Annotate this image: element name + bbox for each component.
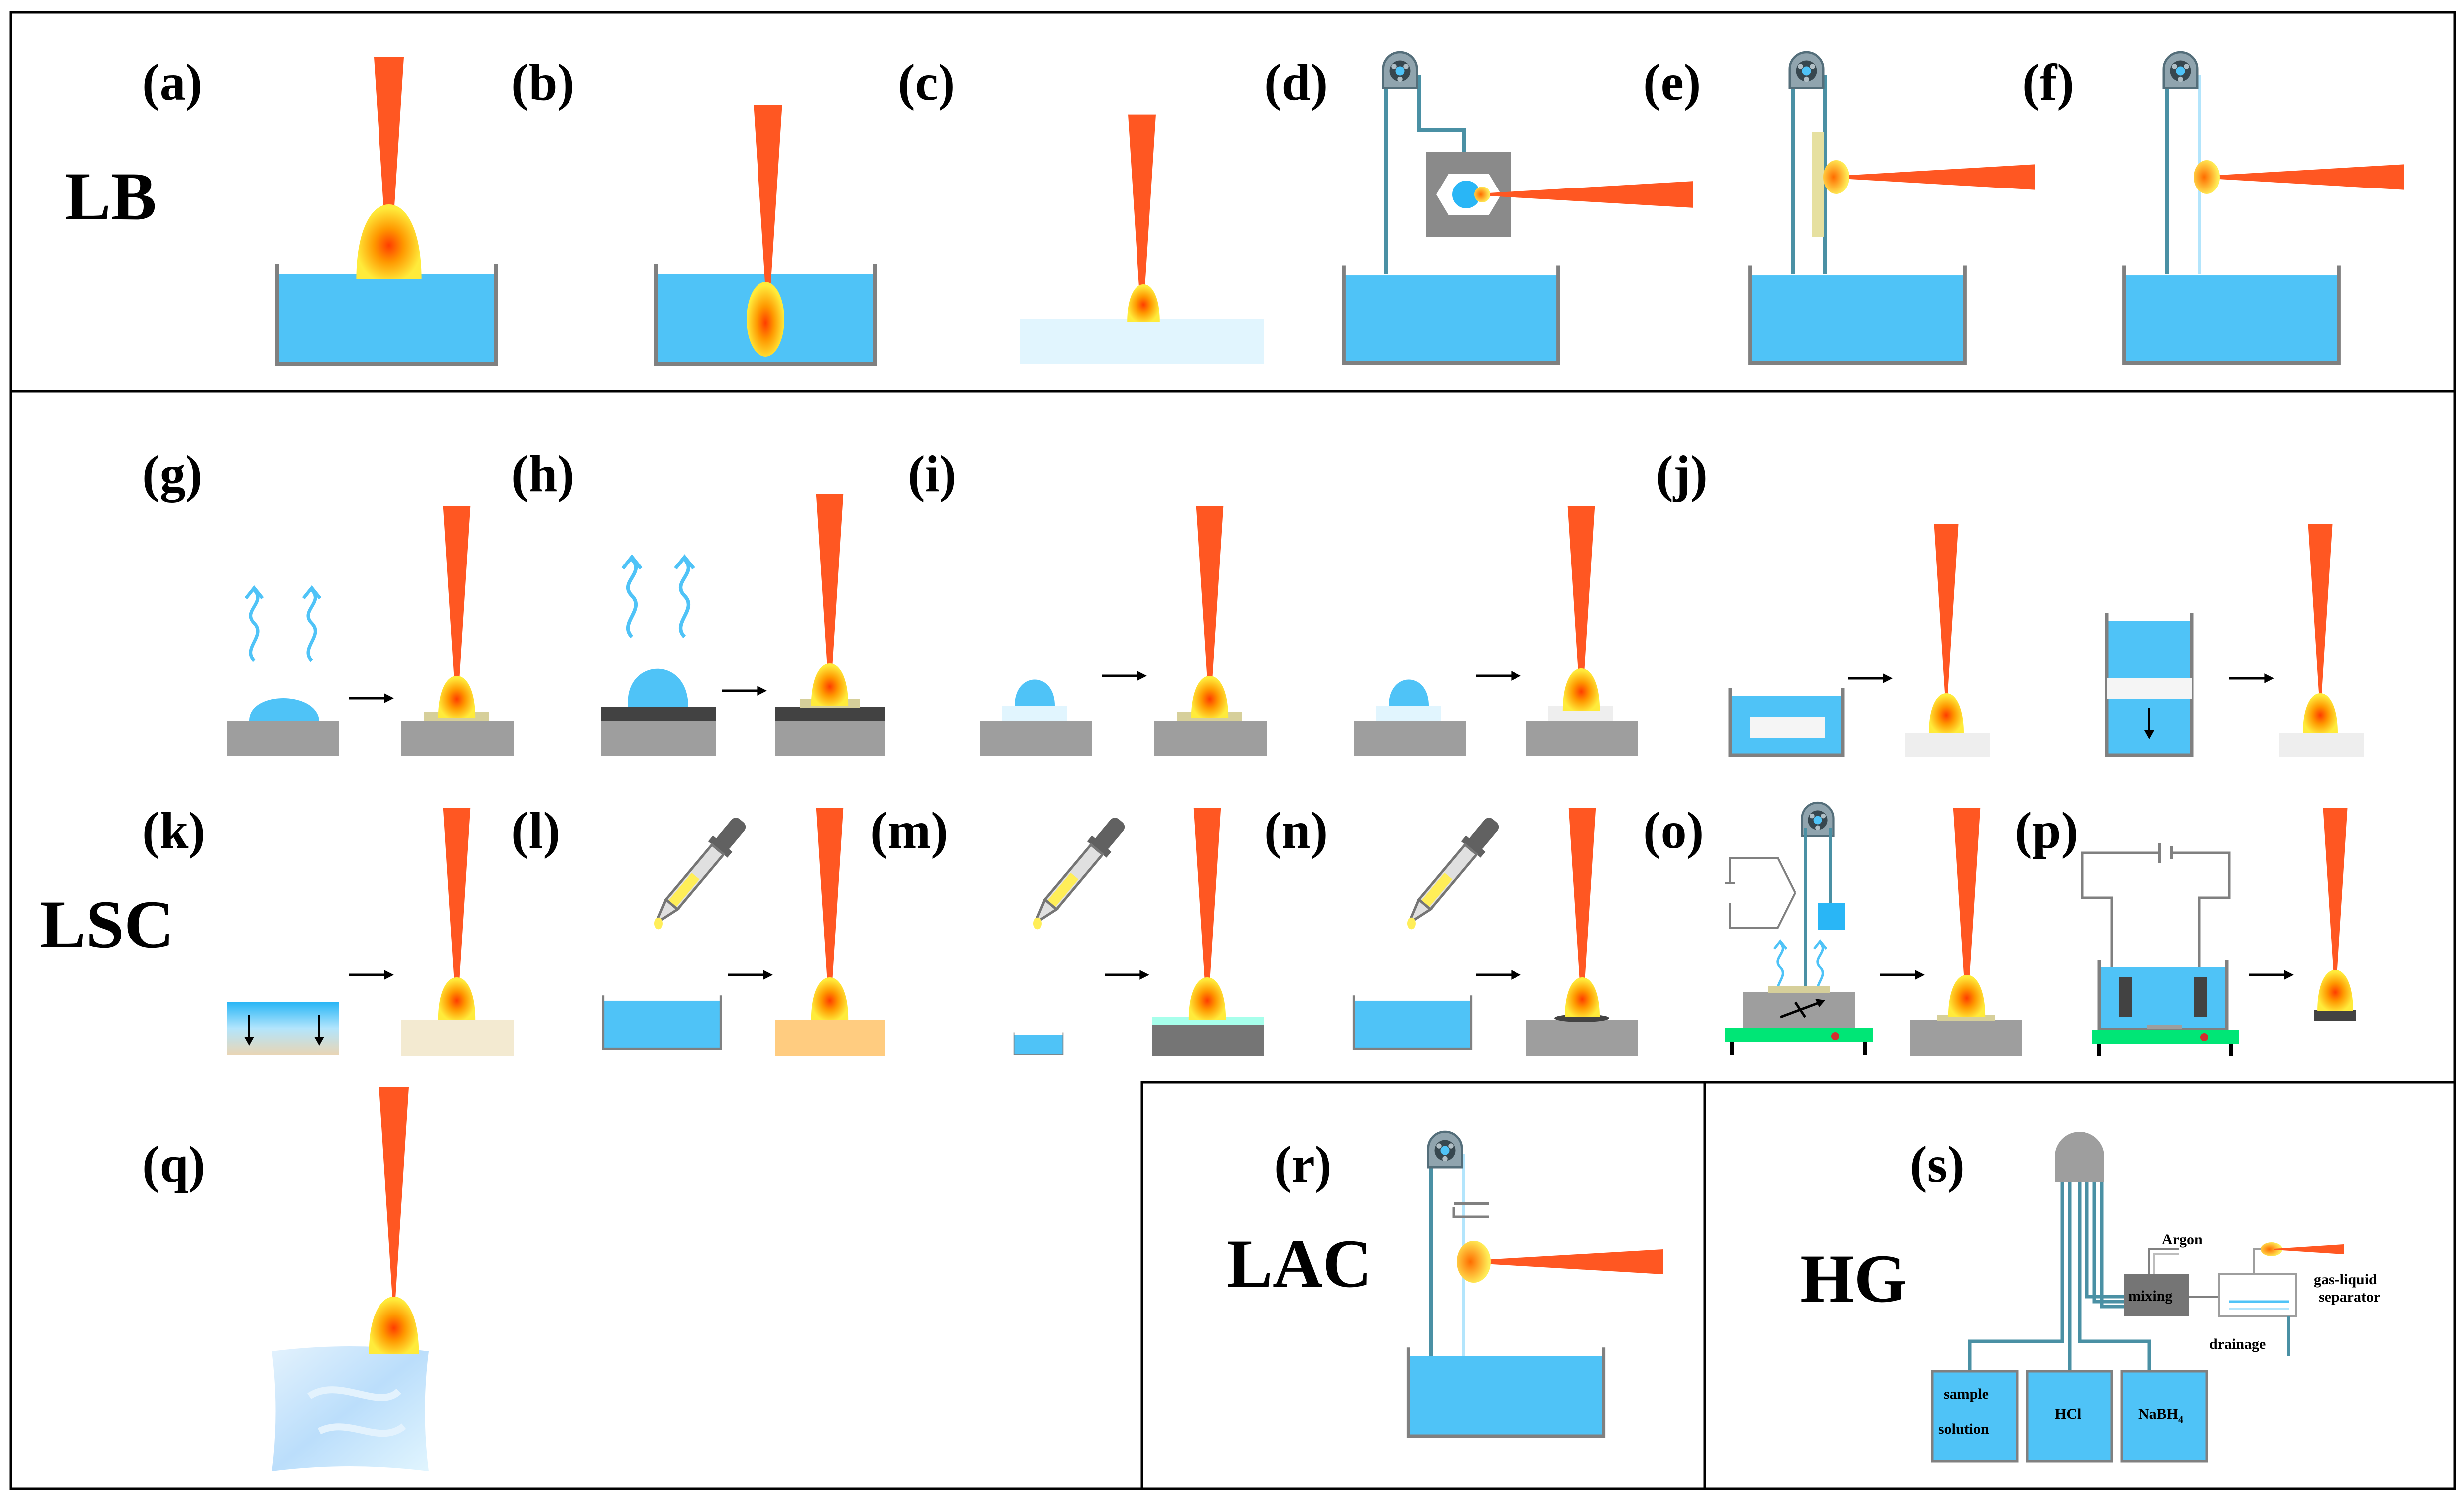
hg-separator-label-2: separator [2319,1289,2380,1305]
panel-h-illustration [601,494,885,756]
hg-nabh4-label: NaBH4 [2138,1406,2183,1425]
panel-label-f: (f) [2022,54,2074,111]
hg-sample-label-2: solution [1938,1421,1989,1437]
panel-label-a: (a) [142,54,202,111]
hg-sample-label-1: sample [1944,1386,1989,1402]
frames [9,11,2456,1490]
panel-label-i: (i) [908,445,956,503]
hg-drainage-label: drainage [2209,1336,2266,1352]
panel-b-illustration [656,105,875,364]
panel-label-c: (c) [898,54,955,111]
panel-k-illustration [227,808,514,1056]
panel-o-illustration [1725,803,2022,1056]
panel-n-illustration [1354,808,1638,1056]
panel-j-illustration [1728,524,2364,757]
panel-label-d: (d) [1264,54,1327,111]
hg-argon-label: Argon [2162,1231,2203,1248]
panel-q-illustration [272,1087,429,1471]
panel-r-illustration [1408,1132,1663,1436]
panel-p-illustration [2081,808,2356,1056]
panel-label-b: (b) [511,54,574,111]
hg-hcl-label: HCl [2055,1406,2081,1422]
panel-label-m: (m) [870,802,948,859]
panel-label-o: (o) [1643,802,1704,859]
panel-label-g: (g) [142,445,202,503]
panel-g-illustration [227,506,514,756]
panel-label-s: (s) [1910,1136,1965,1193]
group-label-lb: LB [65,158,157,234]
panel-label-q: (q) [142,1136,205,1193]
panel-label-p: (p) [2015,802,2078,859]
panel-label-r: (r) [1274,1136,1331,1193]
panel-label-e: (e) [1643,54,1701,111]
panel-m-illustration [1014,808,1264,1056]
panel-label-l: (l) [511,802,560,859]
panel-i-illustration [980,506,1638,756]
hg-mixing-label: mixing [2128,1288,2172,1304]
panel-label-n: (n) [1264,802,1327,859]
panel-label-j: (j) [1656,445,1707,503]
panel-label-k: (k) [142,802,205,859]
panel-a-illustration [277,57,496,364]
panel-f-illustration [2124,52,2404,363]
panel-s-illustration: Argon mixing gas-liquid separator draina… [1931,1132,2380,1463]
panel-label-h: (h) [511,445,574,503]
group-label-lac: LAC [1227,1225,1372,1302]
hg-separator-label-1: gas-liquid [2314,1271,2377,1288]
panel-l-illustration [603,808,885,1056]
group-label-hg: HG [1800,1240,1907,1316]
panel-c-illustration [1020,114,1264,364]
hg-nabh4-subscript: 4 [2178,1414,2183,1425]
panel-d-illustration [1344,52,1693,363]
group-label-lsc: LSC [40,886,174,962]
panel-e-illustration [1750,52,2035,363]
